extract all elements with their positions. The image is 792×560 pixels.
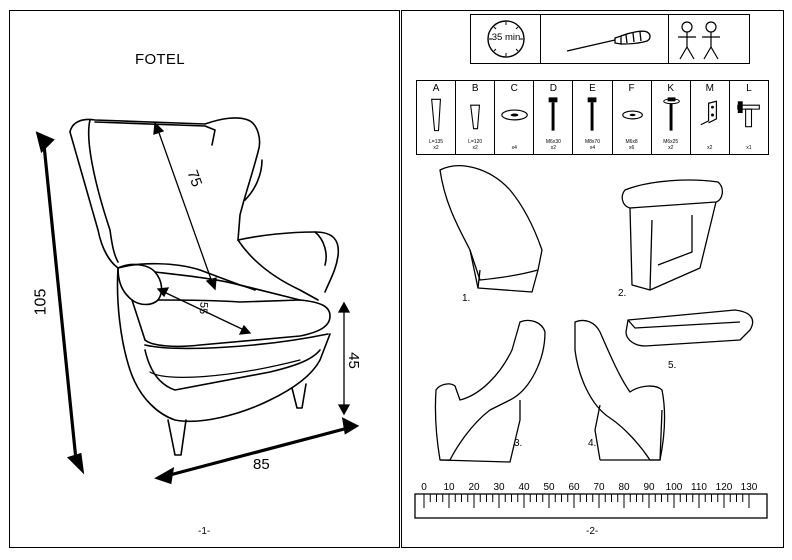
part-k: K M6x25 x2	[652, 81, 691, 154]
ruler-number: 30	[493, 482, 505, 493]
bracket-icon	[700, 100, 717, 126]
ruler-number: 20	[468, 482, 480, 493]
part-spec: M8x70 x4	[584, 139, 600, 151]
step-label-1: 1.	[462, 293, 471, 304]
two-persons-icon	[678, 21, 720, 60]
persons-cell	[669, 15, 749, 63]
ruler-number: 100	[665, 482, 683, 493]
part-spec: L=135 x2	[429, 139, 444, 151]
part-f: F M6x8 x6	[613, 81, 652, 154]
step-label-5: 5.	[668, 360, 677, 371]
right-armrest-part	[574, 319, 666, 461]
dimension-105: 105	[32, 288, 50, 316]
part-l: L x1	[730, 81, 768, 154]
part-spec: L=120 x2	[468, 139, 483, 151]
seat-cushion-part	[625, 309, 754, 347]
assembly-time: 35 min	[491, 32, 521, 43]
dimension-45: 45	[344, 352, 362, 369]
step-label-3: 3.	[514, 438, 523, 449]
part-spec: x2	[707, 145, 713, 151]
backrest-part	[439, 165, 543, 281]
part-letter: M	[705, 83, 714, 94]
part-letter: D	[549, 83, 557, 94]
washer-icon	[501, 109, 529, 121]
part-letter: C	[510, 83, 518, 94]
part-e: E M8x70 x4	[573, 81, 613, 154]
part-letter: B	[471, 83, 479, 94]
ruler-number: 50	[543, 482, 555, 493]
part-spec: M6x25 x2	[663, 139, 679, 151]
part-letter: A	[432, 83, 440, 94]
components-illustration	[434, 165, 754, 463]
parts-table: A L=135 x2 B L=120 x2 C x4 D M6x30 x2 E …	[416, 80, 769, 155]
left-page	[9, 10, 400, 548]
ruler-number: 110	[691, 482, 707, 493]
long-leg-icon	[431, 98, 442, 132]
page-number-right: -2-	[586, 526, 599, 537]
ruler-number: 80	[618, 482, 630, 493]
measurement-ruler	[414, 493, 768, 519]
ruler-number: 90	[643, 482, 655, 493]
part-spec: x1	[746, 145, 752, 151]
part-m: M x2	[691, 81, 730, 154]
part-spec: x4	[511, 145, 517, 151]
part-a: A L=135 x2	[417, 81, 457, 154]
ruler-number: 70	[593, 482, 605, 493]
armchair-drawing	[35, 117, 360, 485]
tool-cell	[541, 15, 669, 63]
assembly-info-header: 35 min	[470, 14, 750, 64]
ruler-number: 0	[421, 482, 427, 493]
clock-icon	[487, 20, 525, 58]
dimension-85: 85	[253, 456, 270, 473]
frame-part	[621, 179, 723, 209]
page-number-left: -1-	[198, 526, 211, 537]
bolt-icon	[548, 97, 558, 131]
part-d: D M6x30 x2	[534, 81, 574, 154]
part-c: C x4	[495, 81, 535, 154]
part-spec: M6x8 x6	[625, 139, 638, 151]
step-label-2: 2.	[618, 288, 627, 299]
dimension-55: 55	[196, 301, 210, 315]
ruler-number: 40	[518, 482, 530, 493]
part-letter: L	[746, 83, 752, 94]
ruler-number: 60	[568, 482, 580, 493]
bolt-with-washer-icon	[662, 97, 680, 131]
ruler-number: 130	[740, 482, 758, 493]
bolt-icon	[588, 97, 597, 131]
washer-icon	[621, 110, 643, 120]
part-letter: F	[628, 83, 635, 94]
right-page	[401, 10, 784, 548]
ruler-number: 10	[443, 482, 455, 493]
part-spec: M6x30 x2	[545, 139, 561, 151]
product-title: FOTEL	[135, 51, 185, 68]
part-b: B L=120 x2	[456, 81, 496, 154]
short-leg-icon	[470, 104, 481, 130]
screwdriver-icon	[566, 30, 651, 52]
step-label-4: 4.	[588, 438, 597, 449]
ruler-number: 120	[715, 482, 733, 493]
time-cell: 35 min	[471, 15, 541, 63]
allen-key-icon	[737, 101, 760, 128]
left-armrest-part	[434, 319, 546, 461]
part-letter: E	[589, 83, 596, 94]
part-letter: K	[667, 83, 675, 94]
